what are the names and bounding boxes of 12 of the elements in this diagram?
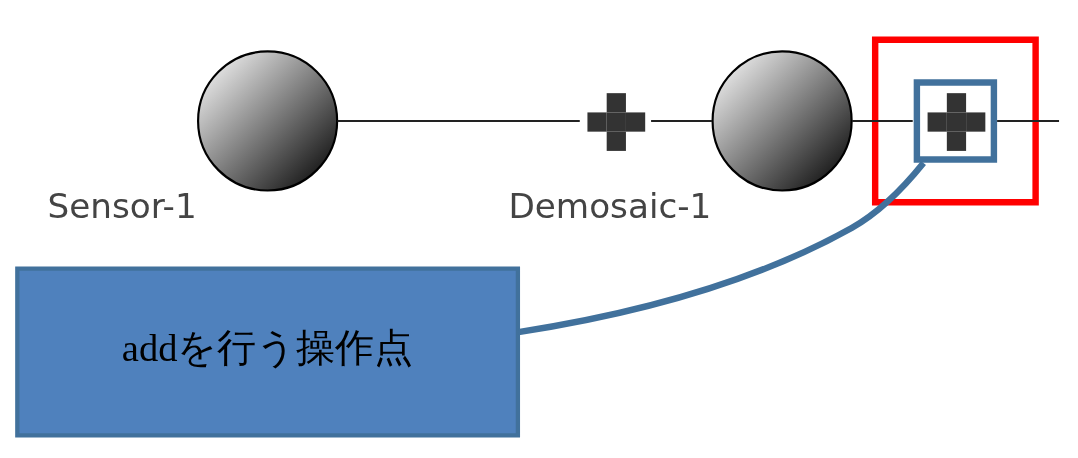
node-label: Demosaic-1 bbox=[508, 185, 712, 226]
connector bbox=[997, 119, 1060, 123]
node-circle bbox=[711, 50, 853, 192]
connector bbox=[337, 119, 580, 123]
cluster bbox=[871, 36, 1039, 206]
node-label: Sensor-1 bbox=[47, 185, 197, 226]
node-circle bbox=[197, 50, 339, 192]
connector bbox=[852, 119, 913, 123]
node-plus bbox=[913, 79, 998, 163]
node-box: addを行う操作点 bbox=[15, 266, 521, 438]
connector bbox=[517, 160, 926, 336]
connector bbox=[651, 119, 713, 123]
